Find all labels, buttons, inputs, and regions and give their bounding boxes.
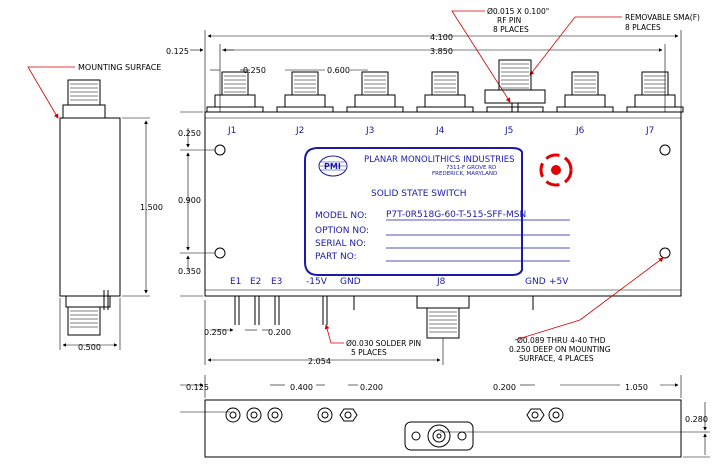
mounting-hole-bl	[214, 247, 226, 259]
housing-outline	[204, 111, 682, 297]
sma-callout: REMOVABLE SMA(F) 8 PLACES	[529, 13, 700, 76]
sma-connector-3	[346, 71, 404, 113]
overall-length-dim: 4.100	[430, 33, 453, 42]
bottom-pins	[234, 295, 543, 325]
front-c2-dim: 0.200	[360, 383, 383, 392]
company-address-1: 7311-F GROVE RD	[446, 165, 496, 171]
solder-pin-note-2: 5 PLACES	[351, 348, 387, 357]
e-offset-dim: 0.250	[204, 328, 227, 337]
sma-connector-2	[276, 71, 334, 113]
vert-dim-bottom: 0.350	[178, 267, 201, 276]
rf-pin-note-2: RF PIN	[497, 16, 521, 25]
pmi-logo: PMI	[318, 155, 348, 177]
mounting-surface-leader	[27, 66, 75, 119]
side-width-dim: 0.500	[78, 343, 101, 352]
part-label: PART NO:	[315, 252, 357, 262]
sma-connector-7	[626, 71, 684, 113]
left-offset-dim: 0.125	[166, 47, 189, 56]
product-name: SOLID STATE SWITCH	[371, 189, 467, 199]
model-label: MODEL NO:	[315, 211, 367, 221]
j8-position-dim: 2.054	[308, 357, 331, 366]
port-label-gnd2: GND	[525, 277, 546, 287]
front-housing	[204, 399, 682, 458]
rf-pin-note-1: Ø0.015 X 0.100"	[487, 7, 549, 16]
port-label-j8: J8	[436, 277, 446, 287]
sma-note-2: 8 PLACES	[625, 23, 661, 32]
side-bottom-connector	[67, 306, 101, 336]
label-plate	[304, 147, 523, 276]
side-bottom-nut	[65, 295, 111, 308]
front-c3-dim: 0.200	[493, 383, 516, 392]
mount-hole-note-2: 0.250 DEEP ON MOUNTING	[509, 345, 611, 354]
mount-hole-note-3: SURFACE, 4 PLACES	[519, 354, 594, 363]
port-label-j1: J1	[227, 126, 236, 136]
side-top-nut	[62, 104, 106, 119]
serial-label: SERIAL NO:	[315, 239, 366, 249]
company-address-2: FREDERICK, MARYLAND	[432, 171, 497, 177]
port-label-e3: E3	[271, 277, 282, 287]
front-view: 0.125 0.400 0.200 0.200 1.050 0.280	[180, 375, 710, 458]
port-label-j5: J5	[504, 126, 513, 136]
port-label-e1: E1	[230, 277, 241, 287]
model-value: P7T-0R518G-60-T-515-SFF-MSN	[386, 210, 526, 220]
pitch-dim: 0.600	[327, 66, 350, 75]
front-left-dim: 0.125	[186, 383, 209, 392]
sma-connector-6	[556, 71, 614, 113]
port-label-j4: J4	[435, 126, 445, 136]
vert-dim-mid: 0.900	[178, 196, 201, 205]
top-connectors	[206, 59, 684, 113]
company-name: PLANAR MONOLITHICS INDUSTRIES	[364, 155, 515, 165]
port-label-m15v: -15V	[306, 277, 328, 287]
port-label-j2: J2	[295, 126, 304, 136]
sma-connector-4	[416, 71, 474, 113]
top-dimensions: 4.100 3.850 0.125 0.250 0.600	[166, 30, 682, 112]
solder-pin-note-1: Ø0.030 SOLDER PIN	[346, 339, 421, 348]
mount-hole-note-1: Ø0.089 THRU 4-40 THD	[517, 336, 606, 345]
port-label-e2: E2	[250, 277, 261, 287]
port-label-gnd1: GND	[340, 277, 361, 287]
rf-pin-callout: Ø0.015 X 0.100" RF PIN 8 PLACES	[451, 7, 549, 103]
port-label-p5v: +5V	[549, 277, 569, 287]
e-pitch-dim: 0.200	[268, 328, 291, 337]
mounting-hole-tl	[214, 144, 226, 156]
front-c1-dim: 0.400	[290, 383, 313, 392]
logo-text: PMI	[324, 162, 341, 171]
sma-note-1: REMOVABLE SMA(F)	[625, 13, 700, 22]
option-label: OPTION NO:	[315, 226, 369, 236]
mounting-surface-label: MOUNTING SURFACE	[78, 63, 161, 72]
port-label-j7: J7	[645, 126, 654, 136]
mounting-hole-tr	[659, 144, 671, 156]
port-label-j3: J3	[365, 126, 374, 136]
front-right-dim: 1.050	[625, 383, 648, 392]
pitch-total-dim: 3.850	[430, 47, 453, 56]
sma-connector-1	[206, 71, 264, 113]
top-view: J1 J2 J3 J4 J5 J6 J7 E1 E2 E3 -15V GND J…	[178, 59, 684, 366]
mounting-hole-br	[659, 247, 671, 259]
first-pitch-dim: 0.250	[243, 66, 266, 75]
rf-pin-note-3: 8 PLACES	[493, 25, 529, 34]
side-body	[59, 117, 121, 297]
front-height-dim: 0.280	[685, 415, 708, 424]
front-j8-flange	[404, 421, 474, 451]
switch-symbol-icon	[539, 153, 573, 187]
port-label-j6: J6	[575, 126, 585, 136]
j8-connector	[416, 295, 470, 339]
side-view: MOUNTING SURFACE 1.500 0.500	[27, 63, 163, 352]
vert-dim-top: 0.250	[178, 129, 201, 138]
sma-connector-5	[484, 59, 546, 113]
side-height-dim: 1.500	[140, 203, 163, 212]
